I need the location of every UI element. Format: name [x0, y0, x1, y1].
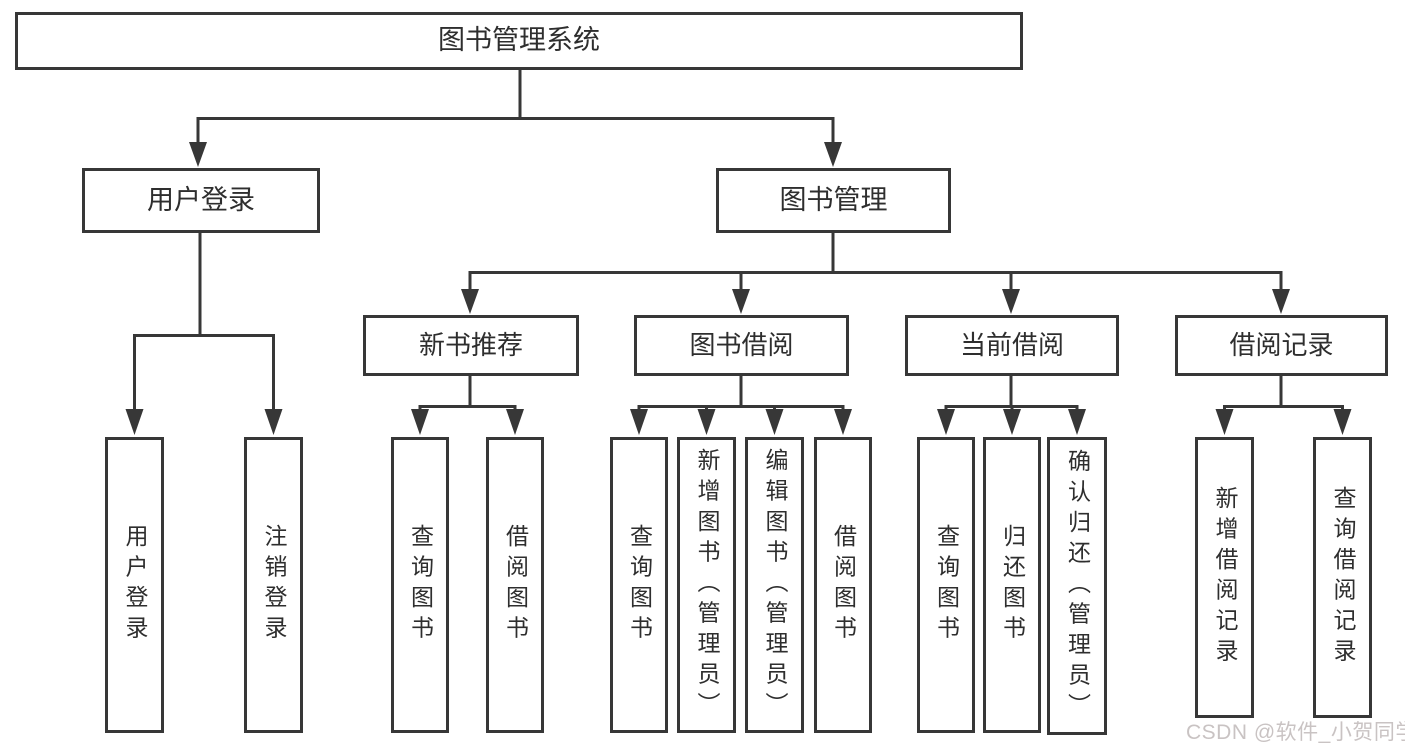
connector-borrowrecords-to-leaves: [1223, 376, 1344, 413]
leaf-query-borrow-record: 查询借阅记录: [1313, 437, 1372, 718]
leaf-confirm-return-admin: 确认归还（管理员）: [1047, 437, 1107, 735]
node-current-borrow: 当前借阅: [905, 315, 1119, 376]
leaf-add-book-admin-label: 新增图书（管理员）: [694, 447, 720, 723]
node-book-borrow: 图书借阅: [634, 315, 849, 376]
connector-bookmgmt-to-level3: [468, 233, 1283, 294]
connector-userlogin-to-leaves: [133, 233, 275, 411]
leaf-edit-book-admin: 编辑图书（管理员）: [745, 437, 804, 733]
leaf-query-books-2-label: 查询图书: [626, 524, 653, 646]
leaf-borrow-books-1-label: 借阅图书: [502, 524, 529, 646]
leaf-query-books-3-label: 查询图书: [933, 524, 960, 646]
leaf-query-books-2: 查询图书: [610, 437, 668, 733]
connector-bookborrow-to-leaves: [637, 376, 845, 413]
node-book-mgmt-label: 图书管理: [779, 184, 888, 215]
arrowheads: [125, 142, 1352, 435]
leaf-confirm-return-admin-label: 确认归还（管理员）: [1064, 448, 1091, 724]
connector-newbookrec-to-leaves: [418, 376, 517, 413]
node-root: 图书管理系统: [15, 12, 1023, 70]
node-new-book-rec-label: 新书推荐: [418, 330, 523, 361]
leaf-borrow-books-1: 借阅图书: [486, 437, 544, 733]
leaf-user-login-label: 用户登录: [122, 524, 148, 646]
node-user-login-label: 用户登录: [147, 184, 255, 215]
leaf-user-login: 用户登录: [105, 437, 164, 733]
node-new-book-rec: 新书推荐: [363, 315, 579, 376]
leaf-logout: 注销登录: [244, 437, 303, 733]
node-root-label: 图书管理系统: [438, 25, 600, 56]
leaf-query-books-3: 查询图书: [917, 437, 975, 733]
leaf-borrow-books-2: 借阅图书: [814, 437, 872, 733]
node-current-borrow-label: 当前借阅: [959, 330, 1064, 361]
connector-currentborrow-to-leaves: [944, 376, 1079, 413]
connector-root-to-level2: [196, 68, 835, 146]
node-borrow-records: 借阅记录: [1175, 315, 1388, 376]
leaf-borrow-books-2-label: 借阅图书: [830, 524, 857, 646]
leaf-edit-book-admin-label: 编辑图书（管理员）: [762, 447, 788, 723]
leaf-add-borrow-record: 新增借阅记录: [1195, 437, 1254, 718]
leaf-add-book-admin: 新增图书（管理员）: [677, 437, 736, 733]
leaf-query-borrow-record-label: 查询借阅记录: [1330, 486, 1356, 669]
leaf-query-books-1: 查询图书: [391, 437, 449, 733]
watermark: CSDN @软件_小贺同学: [1186, 721, 1405, 744]
leaf-query-books-1-label: 查询图书: [407, 524, 434, 646]
leaf-return-book-label: 归还图书: [999, 524, 1026, 646]
node-user-login: 用户登录: [82, 168, 320, 233]
node-borrow-records-label: 借阅记录: [1229, 330, 1334, 361]
leaf-logout-label: 注销登录: [261, 524, 287, 646]
node-book-mgmt: 图书管理: [716, 168, 951, 233]
node-book-borrow-label: 图书借阅: [689, 330, 794, 361]
leaf-add-borrow-record-label: 新增借阅记录: [1212, 486, 1238, 669]
leaf-return-book: 归还图书: [983, 437, 1041, 733]
